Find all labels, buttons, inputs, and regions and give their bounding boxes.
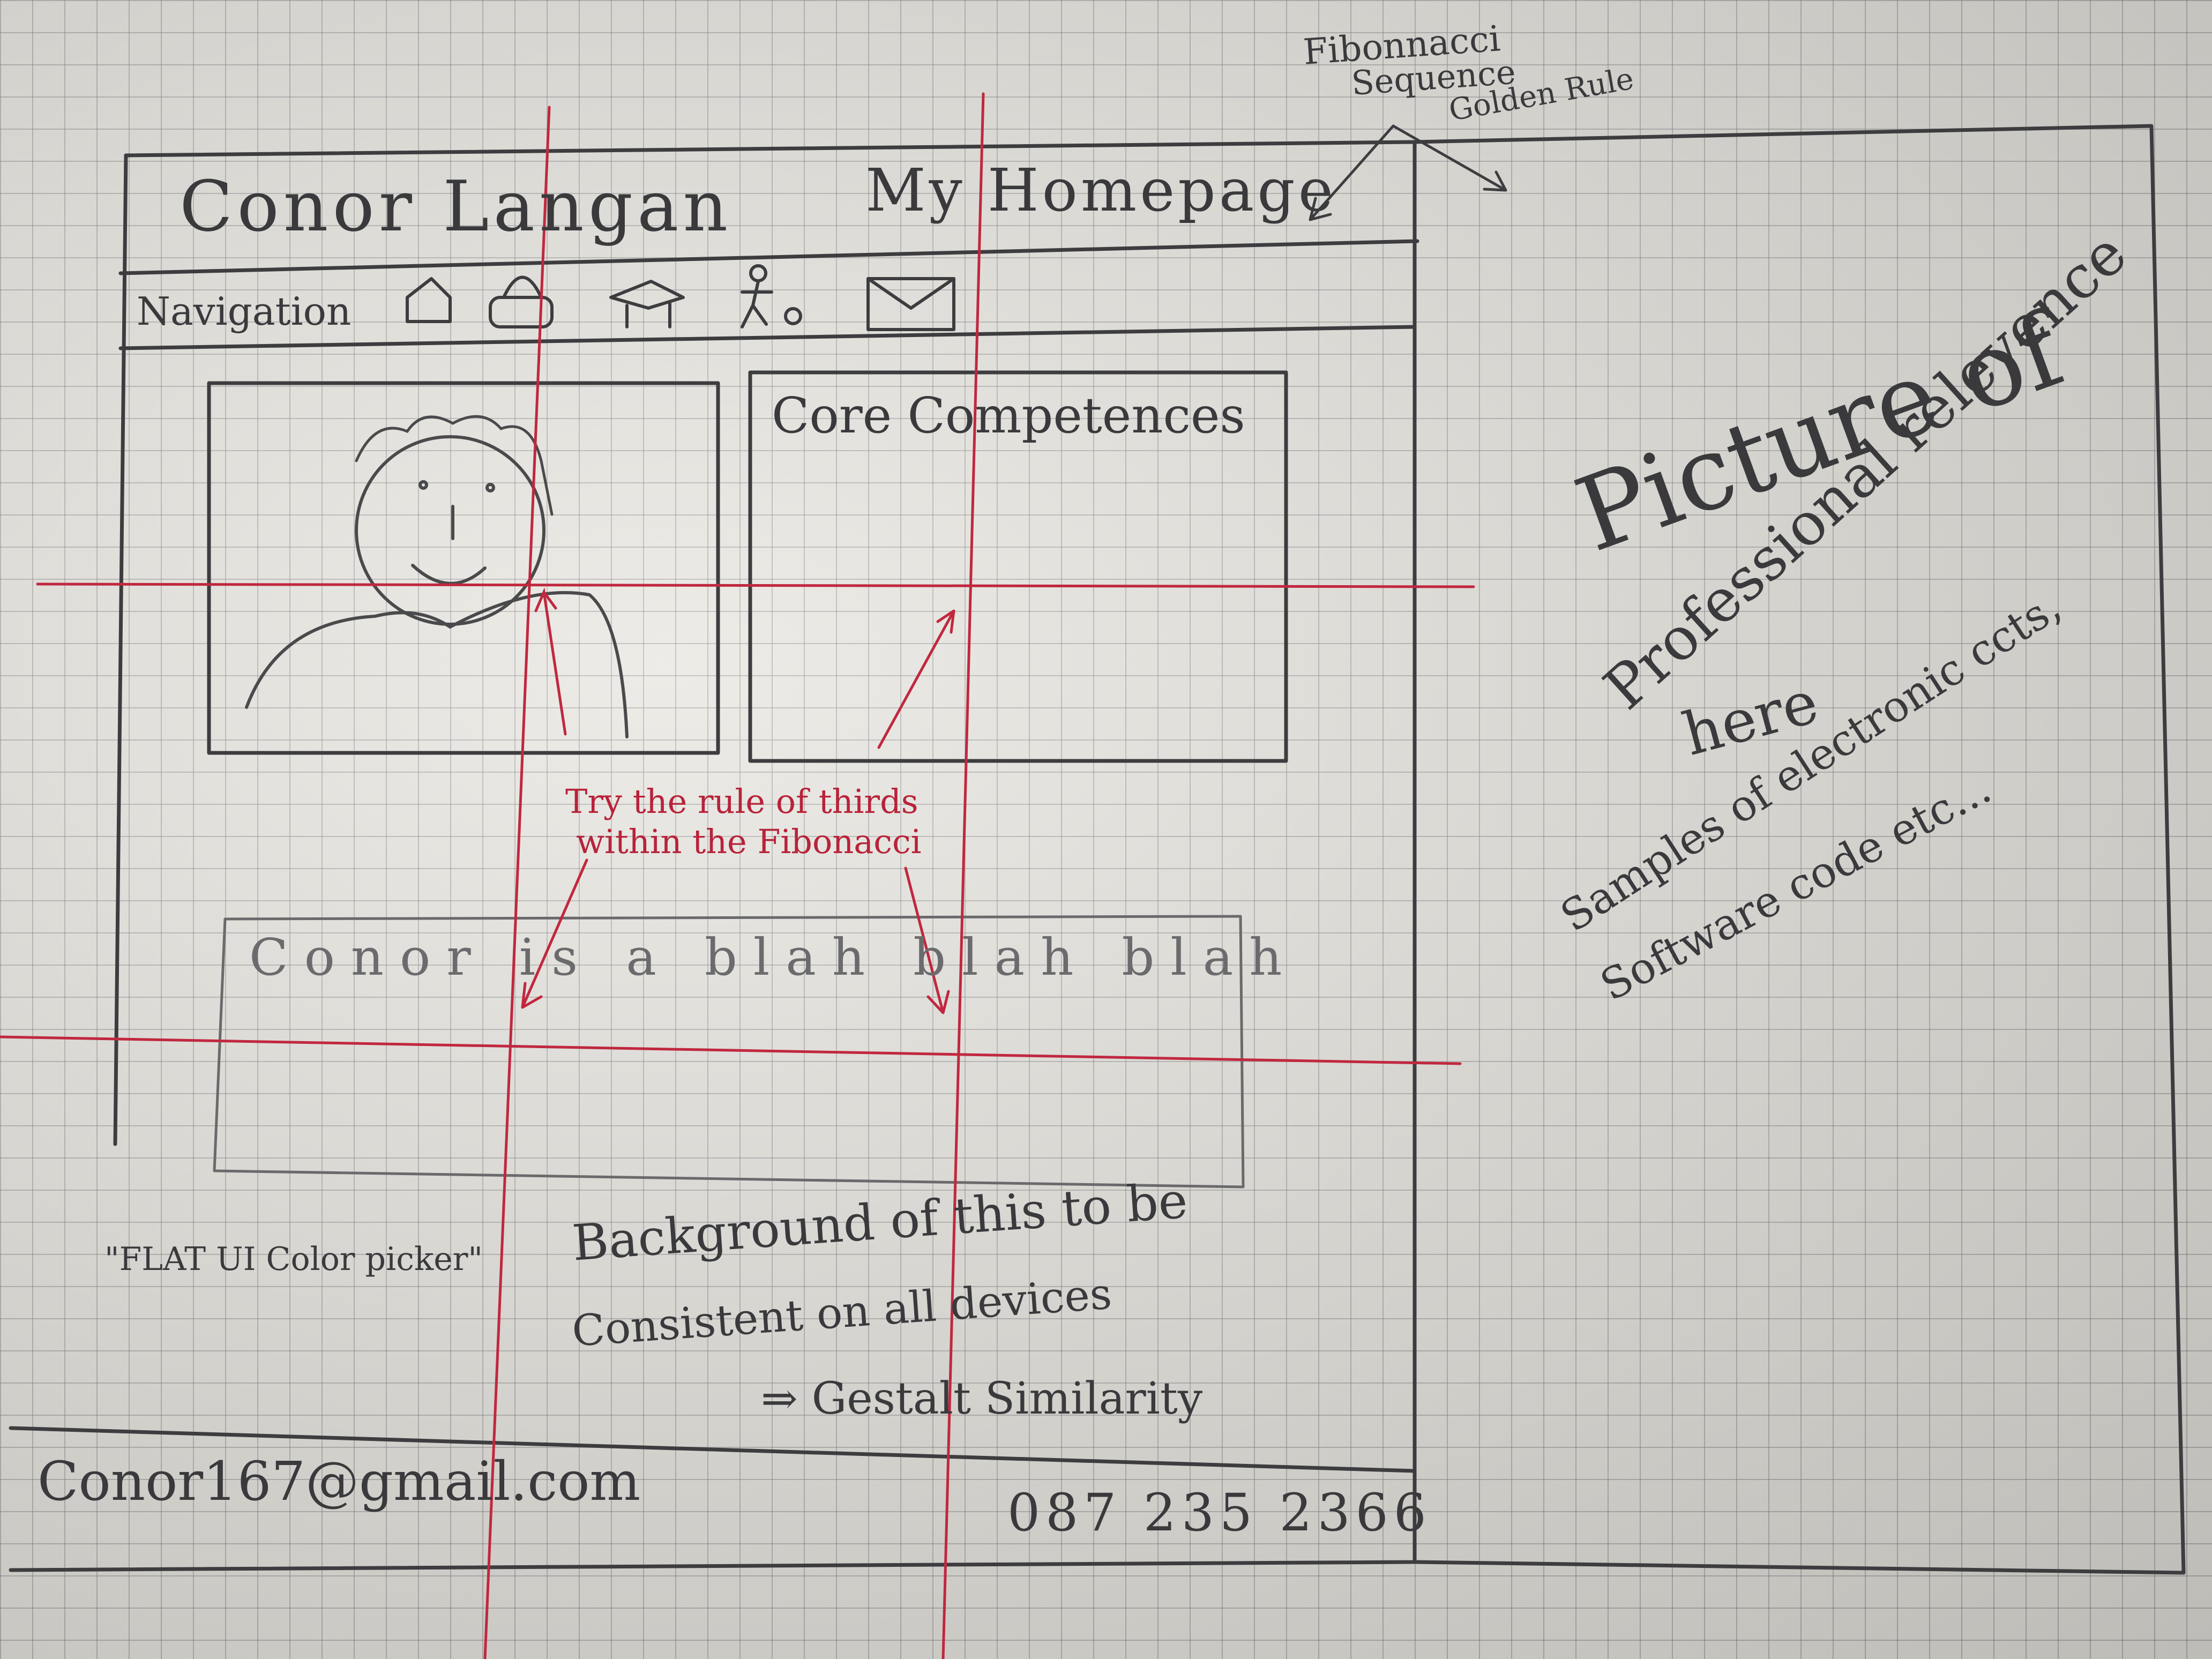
navigation-label: Navigation [137, 289, 352, 334]
color-picker-note: "FLAT UI Color picker" [104, 1240, 483, 1278]
graduation-cap-icon[interactable] [609, 280, 685, 328]
background-note-3: ⇒ Gestalt Similarity [761, 1373, 1203, 1424]
competences-title: Core Competences [772, 387, 1245, 444]
lock-icon[interactable] [489, 275, 554, 328]
profile-panel-outline [207, 381, 720, 755]
competences-panel-outline [748, 370, 1288, 763]
face-sketch-icon [245, 415, 629, 738]
thirds-note-2: within the Fibonacci [576, 822, 922, 861]
mail-icon[interactable] [866, 277, 955, 331]
person-icon[interactable] [741, 264, 802, 328]
page-outline [9, 140, 1417, 1572]
footer-phone: 087 235 2366 [1007, 1483, 1432, 1543]
site-name: Conor Langan [180, 166, 733, 247]
home-icon[interactable] [406, 277, 452, 323]
thirds-note-1: Try the rule of thirds [565, 782, 918, 821]
page-title: My Homepage [865, 156, 1336, 225]
bio-text: Conor is a blah blah blah [249, 928, 1298, 987]
footer-email[interactable]: Conor167@gmail.com [38, 1450, 641, 1513]
